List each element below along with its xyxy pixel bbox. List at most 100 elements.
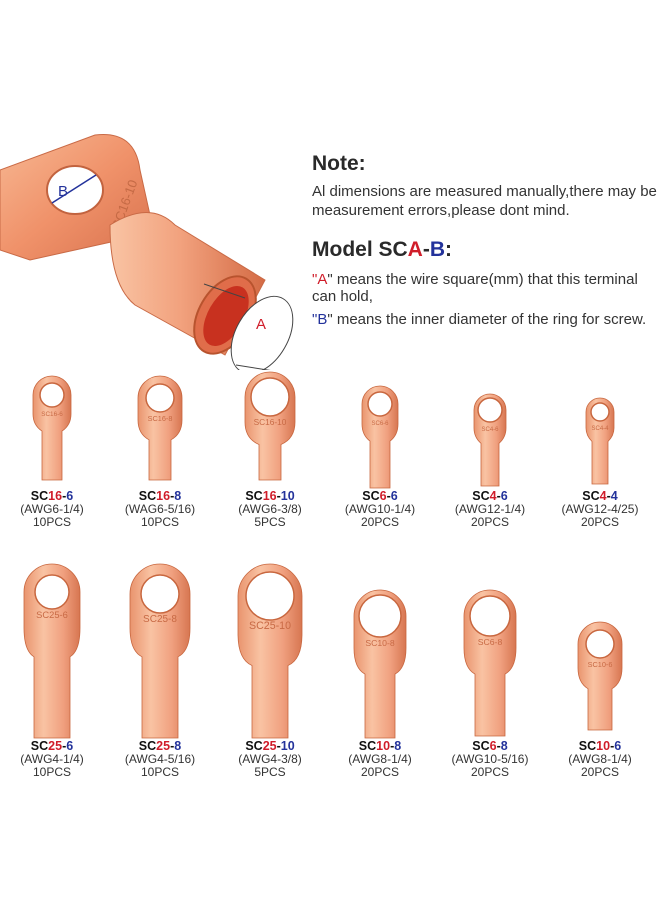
lug-stamp: SC4-4: [591, 426, 609, 432]
lug-sc10-6: SC10-6: [577, 621, 623, 731]
explanation-a-text: " means the wire square(mm) that this te…: [312, 271, 638, 305]
lug-hole: [34, 574, 70, 610]
lug-model: SC25-8: [105, 740, 215, 753]
lug-model-b: 6: [614, 739, 622, 753]
lug-sc16-6: SC16-6: [32, 375, 72, 481]
lug-stamp: SC10-8: [365, 638, 395, 648]
quote-b: ": [312, 311, 318, 328]
lug-model-a: 16: [48, 489, 63, 503]
lug-sc10-8: SC10-8: [353, 589, 407, 739]
lug-model-prefix: SC: [358, 739, 377, 753]
lug-awg: (AWG4-3/8): [238, 752, 302, 766]
lug-hole: [358, 594, 402, 638]
note-body: Al dimensions are measured manually,ther…: [312, 183, 657, 219]
lug-qty: 10PCS: [140, 515, 180, 529]
lug-awg: (WAG6-5/16): [124, 502, 196, 516]
lug-model-b: 10: [280, 739, 295, 753]
lug-caption: SC6-8(AWG10-5/16)20PCS: [435, 740, 545, 779]
lug-stamp: SC4-6: [481, 427, 499, 433]
lug-hole: [245, 571, 295, 621]
lug-model-dash: -: [496, 489, 501, 503]
lug-qty: 20PCS: [360, 765, 400, 779]
lug-model-dash: -: [390, 739, 395, 753]
lug-awg: (AWG10-1/4): [344, 502, 416, 516]
lug-model: SC6-6: [325, 490, 435, 503]
model-a: A: [407, 238, 423, 261]
lug-model: SC4-6: [435, 490, 545, 503]
lug-model-a: 16: [156, 489, 171, 503]
lug-model-b: 4: [610, 489, 618, 503]
lug-stamp: SC6-6: [371, 421, 389, 427]
lug-model-a: 6: [489, 739, 497, 753]
lug-caption: SC10-8(AWG8-1/4)20PCS: [325, 740, 435, 779]
lug-model-prefix: SC: [30, 489, 49, 503]
lug-hole: [590, 402, 610, 422]
lug-model-dash: -: [276, 489, 281, 503]
lug-awg: (AWG12-1/4): [454, 502, 526, 516]
hero-label-a: A: [256, 316, 266, 333]
explanation-b: "B" means the inner diameter of the ring…: [312, 311, 652, 328]
lug-awg: (AWG12-4/25): [561, 502, 639, 516]
lug-stamp: SC25-6: [36, 610, 68, 620]
model-title: Model SCA-B:: [312, 238, 452, 262]
lug-qty: 20PCS: [470, 515, 510, 529]
lug-model-a: 25: [48, 739, 63, 753]
lug-sc25-10: SC25-10: [237, 563, 303, 739]
lug-model: SC6-8: [435, 740, 545, 753]
lug-caption: SC6-6(AWG10-1/4)20PCS: [325, 490, 435, 529]
explanation-a: "A" means the wire square(mm) that this …: [312, 271, 652, 305]
lug-model-a: 25: [262, 739, 277, 753]
quote-a: ": [312, 271, 318, 288]
lug-awg: (AWG8-1/4): [568, 752, 632, 766]
lug-caption: SC16-6(AWG6-1/4)10PCS: [0, 490, 107, 529]
lug-hole: [585, 629, 615, 659]
lug-model-dash: -: [606, 489, 611, 503]
lug-model: SC25-6: [0, 740, 107, 753]
lug-awg: (AWG4-5/16): [124, 752, 196, 766]
lug-caption: SC10-6(AWG8-1/4)20PCS: [545, 740, 655, 779]
lug-sc4-6: SC4-6: [473, 393, 507, 487]
lug-sc25-6: SC25-6: [23, 563, 81, 739]
hero-label-b: B: [58, 183, 68, 200]
letter-a: A: [317, 271, 328, 288]
model-b: B: [429, 238, 446, 261]
lug-model: SC10-8: [325, 740, 435, 753]
note-title: Note:: [312, 152, 366, 175]
lug-sc4-4: SC4-4: [585, 397, 615, 485]
lug-model-a: 6: [379, 489, 387, 503]
lug-qty: 10PCS: [32, 765, 72, 779]
lug-model-a: 4: [489, 489, 497, 503]
lug-model-a: 16: [262, 489, 277, 503]
lug-model-dash: -: [62, 489, 67, 503]
model-prefix: Model SC: [312, 238, 408, 261]
lug-model-dash: -: [276, 739, 281, 753]
lug-stamp: SC16-6: [41, 411, 63, 418]
lug-model-prefix: SC: [472, 489, 490, 503]
lug-model-a: 25: [156, 739, 171, 753]
lug-model-b: 6: [390, 489, 398, 503]
lug-caption: SC16-10(AWG6-3/8)5PCS: [215, 490, 325, 529]
lug-model-prefix: SC: [138, 739, 157, 753]
lug-hole: [145, 383, 175, 413]
lug-model: SC4-4: [545, 490, 655, 503]
lug-awg: (AWG8-1/4): [348, 752, 412, 766]
lug-model-dash: -: [170, 489, 175, 503]
explanation-b-text: " means the inner diameter of the ring f…: [327, 311, 647, 328]
lug-model-b: 8: [394, 739, 402, 753]
lug-model-a: 10: [376, 739, 391, 753]
lug-sc6-8: SC6-8: [463, 589, 517, 737]
lug-awg: (AWG6-1/4): [20, 502, 84, 516]
lug-model-prefix: SC: [138, 489, 157, 503]
lug-caption: SC4-6(AWG12-1/4)20PCS: [435, 490, 545, 529]
lug-sc16-10: SC16-10: [244, 371, 296, 481]
lug-model-prefix: SC: [245, 489, 263, 503]
lug-sc25-8: SC25-8: [129, 563, 191, 739]
lug-stamp: SC16-10: [254, 417, 287, 427]
lug-hole: [477, 397, 503, 423]
lug-model-dash: -: [386, 489, 391, 503]
lug-model: SC16-6: [0, 490, 107, 503]
lug-model-prefix: SC: [578, 739, 597, 753]
lug-stamp: SC10-6: [588, 660, 613, 669]
lug-awg: (AWG10-5/16): [451, 752, 529, 766]
lug-model-b: 6: [500, 489, 508, 503]
